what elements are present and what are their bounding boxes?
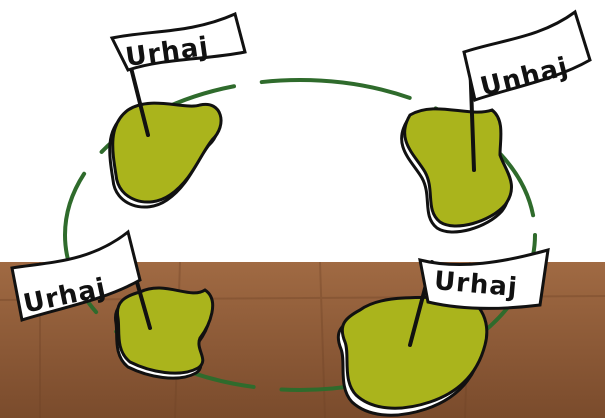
- island-land: [117, 288, 212, 373]
